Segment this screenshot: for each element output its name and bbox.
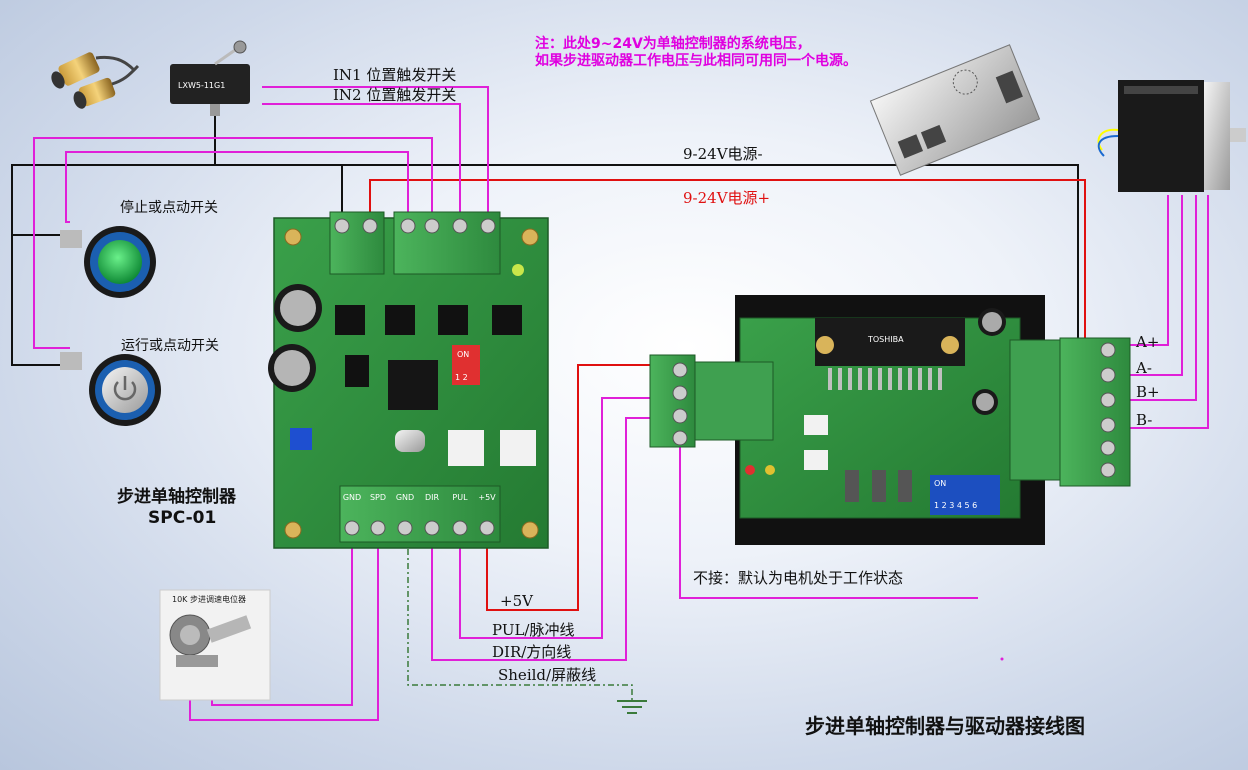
motor-phase-label: A+	[1135, 333, 1159, 351]
controller-terminal-label: +5V	[478, 493, 496, 502]
stop-switch-label: 停止或点动开关	[120, 199, 218, 216]
controller-dip-numbers: 1 2	[455, 373, 468, 382]
stray-dot	[1000, 657, 1004, 661]
potentiometer-label: 10K 步进调速电位器	[172, 594, 246, 604]
in1-label: IN1 位置触发开关	[333, 66, 456, 84]
note-line-2: 如果步进驱动器工作电压与此相同可用同一个电源。	[535, 52, 857, 69]
motor-phase-label: A-	[1135, 359, 1152, 377]
power-positive-label: 9-24V电源+	[683, 189, 770, 207]
power-supply-icon	[869, 44, 1041, 176]
potentiometer-card: 10K 步进调速电位器	[159, 589, 271, 701]
controller-terminal-label: GND	[343, 493, 361, 502]
stop-button-icon	[60, 226, 156, 298]
ground-symbol	[617, 700, 647, 714]
driver-chip-label: TOSHIBA	[867, 335, 904, 344]
driver-dip-numbers: 1 2 3 4 5 6	[934, 501, 977, 510]
controller-terminal-labels: GND SPD GND DIR PUL +5V	[343, 493, 496, 502]
limit-switch-marking: LXW5-11G1	[178, 81, 225, 90]
controller-name: 步进单轴控制器	[117, 486, 237, 507]
plus5v-label: +5V	[500, 592, 534, 610]
proximity-sensor-icon	[51, 52, 140, 109]
driver-dip-label: ON	[934, 479, 946, 488]
controller-terminal-label: PUL	[452, 493, 468, 502]
motor-phase-label: B-	[1136, 411, 1152, 429]
stepper-motor-icon	[1097, 80, 1246, 192]
run-switch-label: 运行或点动开关	[121, 338, 219, 354]
motor-phase-labels: A+ A- B+ B-	[1135, 333, 1160, 429]
controller-dip-label: ON	[457, 350, 469, 359]
run-button-icon	[60, 352, 161, 426]
controller-terminal-label: DIR	[425, 493, 440, 502]
controller-board: ON 1 2 GND SPD GND DIR PUL +5V	[268, 211, 549, 549]
motor-phase-label: B+	[1136, 383, 1160, 401]
enable-note: 不接：默认为电机处于工作状态	[693, 569, 903, 587]
note-line-1: 注：此处9~24V为单轴控制器的系统电压，	[535, 35, 811, 52]
controller-terminal-label: SPD	[370, 493, 386, 502]
pul-label: PUL/脉冲线	[492, 621, 575, 639]
in2-label: IN2 位置触发开关	[333, 86, 456, 104]
shield-ground-wire	[407, 535, 633, 700]
power-negative-label: 9-24V电源-	[683, 145, 763, 163]
shield-label: Sheild/屏蔽线	[498, 666, 596, 684]
controller-model: SPC-01	[148, 508, 216, 528]
limit-switch-icon: LXW5-11G1	[170, 40, 250, 116]
controller-terminal-label: GND	[396, 493, 414, 502]
dir-label: DIR/方向线	[492, 643, 571, 661]
driver-board: TOSHIBA ON 1 2 3 4 5 6	[649, 295, 1131, 545]
diagram-title: 步进单轴控制器与驱动器接线图	[805, 714, 1085, 738]
